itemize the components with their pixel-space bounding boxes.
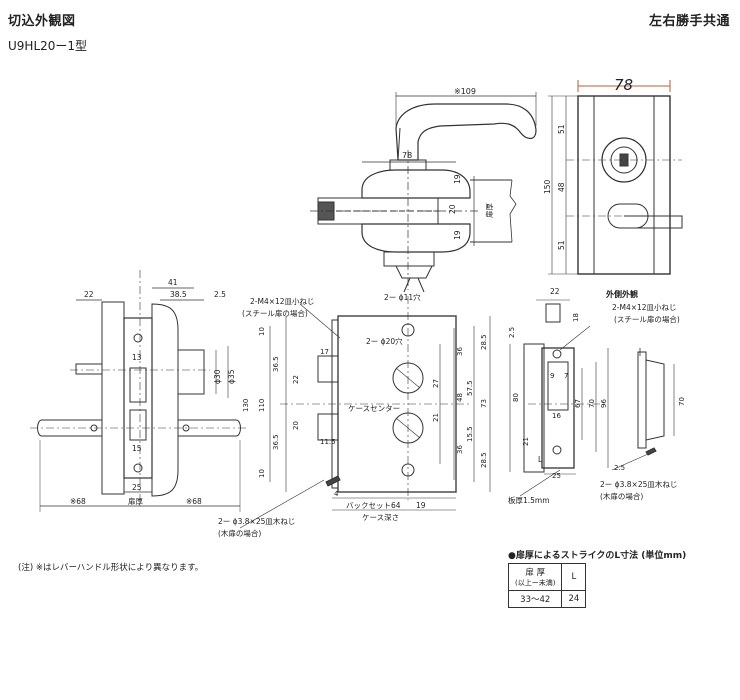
dim-strike-96: 96 (600, 399, 608, 408)
dim-case-36-5a: 36.5 (272, 356, 280, 372)
footnote: (注) ※はレバーハンドル形状により異なります。 (18, 563, 204, 573)
dim-strike-L: L (538, 455, 543, 464)
dim-front-41: 41 (168, 278, 178, 287)
table-row: 扉 厚 (以上ー未満) L (507, 563, 587, 591)
dim-front-38-5: 38.5 (170, 290, 187, 299)
dim-strike-9: 9 (550, 372, 554, 380)
strike-m4-steel: (スチール扉の場合) (614, 314, 680, 324)
handwritten-78: 78 (614, 76, 633, 94)
dim-case-10b: 10 (258, 469, 266, 478)
dim-strike-80: 80 (512, 393, 520, 402)
dim-front-door: 扉厚 (128, 496, 143, 506)
dim-case-28-5a: 28.5 (480, 334, 488, 350)
strike-outside: 外側外観 (606, 289, 638, 299)
dim-case-57-5: 57.5 (466, 380, 474, 396)
dim-case-130: 130 (242, 399, 250, 412)
lock-front-view (30, 270, 248, 512)
case-wood-screw: 2ー ϕ3.8×25皿木ねじ (218, 516, 295, 526)
lever-side-view (310, 92, 537, 293)
dim-case-11-5: 11.5 (320, 438, 336, 446)
case-hole11: 2ー ϕ11穴 (384, 292, 421, 302)
dim-lever-19a: 19 (453, 174, 462, 184)
dim-strike-70-inner: 70 (588, 399, 596, 408)
table-header-thickness: 扉 厚 (以上ー未満) (507, 563, 563, 591)
dim-strike-2-5: 2.5 (508, 327, 516, 338)
l-dimension-table: 扉 厚 (以上ー未満) L 33〜42 24 (507, 563, 587, 608)
dim-strike-side2-5: 2.5 (614, 464, 625, 472)
dim-case-22: 22 (292, 375, 300, 384)
table-header-L: L (561, 563, 587, 591)
l-table-title: ●扉厚によるストライクのL寸法 (単位mm) (508, 551, 687, 561)
case-center: ケースセンター (348, 404, 400, 413)
dim-case-36b: 36 (456, 445, 464, 454)
case-hole20: 2ー ϕ20穴 (366, 336, 403, 346)
dim-front-phi35: ϕ35 (227, 369, 236, 384)
strike-wood-door: (木扉の場合) (600, 491, 643, 501)
dim-front-13: 13 (132, 353, 142, 362)
dim-case-48: 48 (456, 393, 464, 402)
dim-case-10a: 10 (258, 327, 266, 336)
dim-rose-51b: 51 (557, 240, 566, 250)
dim-strike-side70: 70 (678, 397, 686, 406)
symmetry-note: 左右勝手共通 (648, 14, 730, 29)
dim-front-left68: ※68 (70, 497, 86, 506)
dim-front-2-5: 2.5 (214, 290, 226, 299)
dim-case-backset: バックセット64 (346, 501, 401, 510)
dim-case-73: 73 (480, 399, 488, 408)
dim-strike-18: 18 (572, 313, 580, 322)
dim-front-phi30: ϕ30 (213, 369, 222, 384)
dim-case-27: 27 (432, 379, 440, 388)
dim-rose-51a: 51 (557, 124, 566, 134)
dim-case-21a: 21 (432, 413, 440, 422)
dim-front-25: 25 (132, 483, 142, 492)
strike-wood-screw: 2ー ϕ3.8×25皿木ねじ (600, 479, 677, 489)
dim-lever-109: ※109 (454, 87, 476, 96)
dim-case-17: 17 (320, 348, 329, 356)
table-cell-range: 33〜42 (507, 590, 563, 608)
dim-strike-22: 22 (550, 287, 560, 296)
dim-lever-78: 78 (402, 151, 412, 160)
case-view (239, 296, 491, 529)
dim-strike-21: 21 (522, 437, 530, 446)
strike-view (509, 299, 675, 497)
dim-lever-20: 20 (448, 204, 457, 214)
dim-case-20: 20 (292, 421, 300, 430)
dim-case-110: 110 (258, 399, 266, 412)
lever-door-label: 扉厚 (484, 203, 494, 218)
case-wood-door: (木扉の場合) (218, 528, 261, 538)
dim-strike-7: 7 (564, 372, 568, 380)
table-row: 33〜42 24 (507, 590, 587, 608)
dim-front-15: 15 (132, 444, 142, 453)
dim-case-19: 19 (416, 501, 426, 510)
dim-case-4: 4 (334, 490, 339, 498)
case-m4-screw: 2-M4×12皿小ねじ (250, 297, 315, 306)
header-thickness-label: 扉 厚 (525, 568, 546, 578)
dim-rose-150: 150 (543, 179, 552, 194)
dim-strike-16: 16 (552, 412, 561, 420)
dim-front-22: 22 (84, 290, 94, 299)
page-title: 切込外観図 (8, 14, 76, 29)
strike-m4-screw: 2-M4×12皿小ねじ (612, 303, 677, 312)
table-cell-L: 24 (561, 590, 587, 608)
dim-strike-25: 25 (552, 472, 561, 480)
dim-case-depth: ケース深さ (362, 513, 399, 522)
strike-plate: 板厚1.5mm (508, 495, 550, 505)
model-number: U9HL20ー1型 (8, 39, 88, 53)
header-range-label: (以上ー未満) (515, 579, 556, 587)
dim-case-28-5b: 28.5 (480, 452, 488, 468)
case-m4-steel: (スチール扉の場合) (242, 308, 308, 318)
dim-strike-67: 67 (574, 399, 582, 408)
dim-case-36-5b: 36.5 (272, 434, 280, 450)
dim-case-15-5: 15.5 (466, 426, 474, 442)
dim-lever-19b: 19 (453, 230, 462, 240)
rose-front-view (548, 80, 683, 275)
dim-case-36a: 36 (456, 347, 464, 356)
dim-front-right68: ※68 (186, 497, 202, 506)
dim-rose-48: 48 (557, 182, 566, 192)
